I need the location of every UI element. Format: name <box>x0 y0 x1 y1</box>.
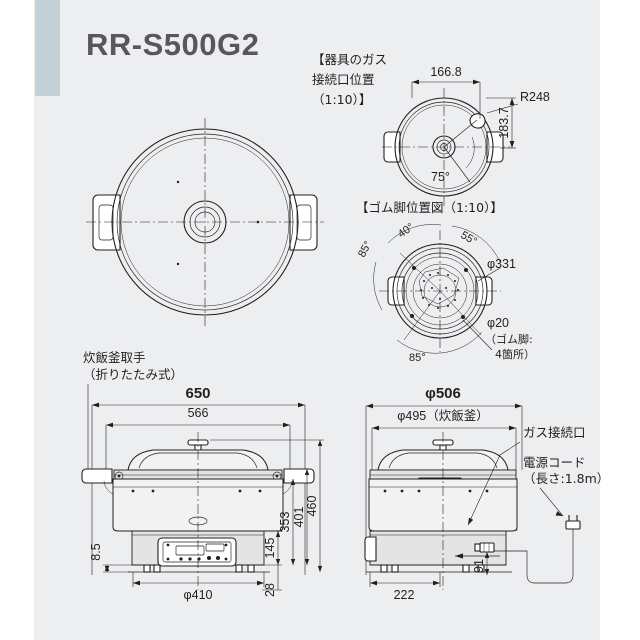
side-view: φ506 φ495（炊飯釜） <box>364 385 609 602</box>
dim-cord-height: 91 <box>472 559 486 573</box>
front-view: 炊飯釜取手 （折りたたみ式） 650 566 <box>81 350 324 602</box>
gas-dim-angle: 75° <box>431 170 450 184</box>
dim-foot-circle: φ331 <box>487 257 516 271</box>
accent-bar <box>35 0 60 96</box>
dim-total-height: 460 <box>305 496 319 517</box>
foot-note-line1: （ゴム脚: <box>485 332 533 346</box>
dim-body-height: 353 <box>278 512 292 533</box>
angle-upper-right: 55° <box>459 229 479 248</box>
dim-pot-diameter: φ495（炊飯釜） <box>397 408 488 423</box>
gas-dim-radius: R248 <box>520 90 550 104</box>
dim-base-width: 222 <box>394 588 415 602</box>
gas-connector-icon <box>474 542 495 553</box>
dim-panel-height: 145 <box>263 538 277 559</box>
handle-note-line1: 炊飯釜取手 <box>83 350 146 365</box>
dim-body-width: 566 <box>188 406 209 420</box>
gas-port-title-line1: 【器具のガス <box>312 52 387 67</box>
callout-power-cord-2: （長さ:1.8m） <box>523 471 609 486</box>
gas-dim-vertical: 183.7 <box>497 107 511 138</box>
gas-port-title-line2: 接続口位置 <box>312 72 375 87</box>
gas-dim-horizontal: 166.8 <box>430 65 461 79</box>
dim-outer-diameter: φ506 <box>425 385 461 402</box>
handle-note-line2: （折りたたみ式） <box>83 367 183 382</box>
callout-power-cord-1: 電源コード <box>523 455 586 470</box>
angle-upper-left: 40° <box>396 221 417 240</box>
dim-foot-diameter: φ20 <box>487 316 509 330</box>
dim-base-height: 8.5 <box>89 543 103 560</box>
page-title: RR-S500G2 <box>86 27 260 62</box>
callout-gas-port: ガス接続口 <box>523 425 586 440</box>
rubber-feet-title: 【ゴム脚位置図（1:10）】 <box>356 200 503 215</box>
gas-port-title-line3: （1:10）】 <box>312 92 371 107</box>
foot-note-line2: 4箇所） <box>495 347 535 361</box>
angle-bottom: 85° <box>409 352 426 364</box>
top-view-lid <box>86 118 324 326</box>
angle-left: 85° <box>356 239 374 259</box>
gas-port-view: 【器具のガス 接続口位置 （1:10）】 <box>312 52 550 206</box>
dim-overall-width: 650 <box>185 385 210 402</box>
rubber-feet-view: 【ゴム脚位置図（1:10）】 <box>356 200 535 364</box>
dim-overall-height: 401 <box>292 507 306 528</box>
power-plug-icon <box>565 515 581 530</box>
dim-base-diameter: φ410 <box>184 588 213 602</box>
